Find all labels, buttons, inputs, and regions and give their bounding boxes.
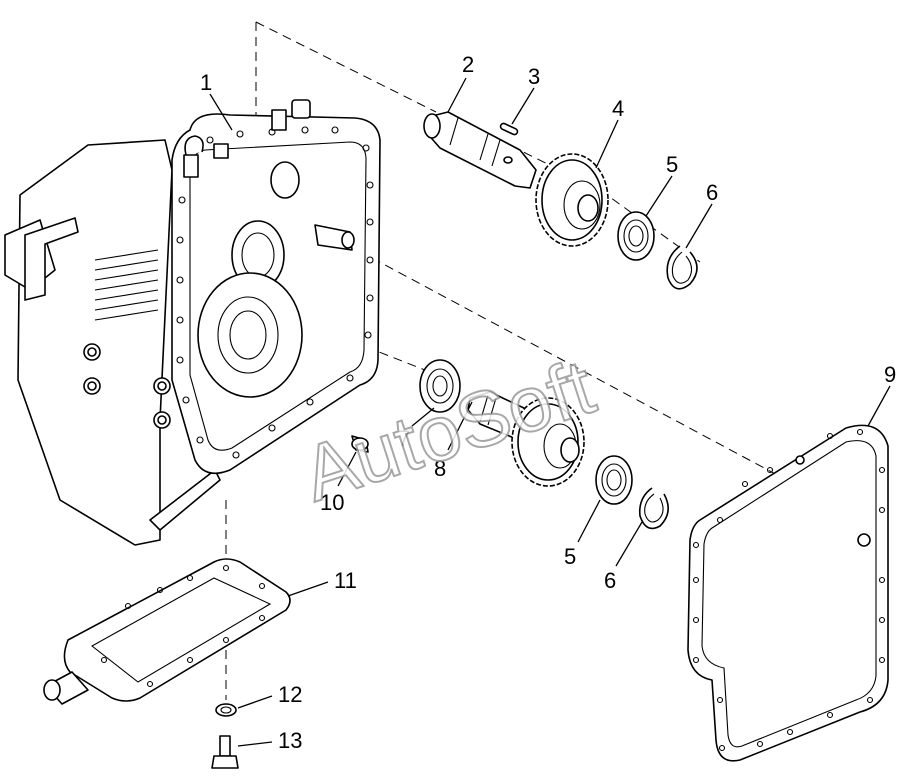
- callout-labels: 1 2 3 4 5 6 7 8 9 10 11 12 13 5 6: [200, 52, 896, 753]
- callout-6-lower: 6: [604, 568, 616, 593]
- callout-2: 2: [462, 52, 474, 77]
- callout-8: 8: [434, 456, 446, 481]
- lower-gear: [511, 397, 585, 487]
- callout-7: 7: [398, 426, 410, 451]
- flange-bolt-holes: [176, 126, 374, 459]
- callout-3: 3: [528, 64, 540, 89]
- callout-12: 12: [278, 682, 302, 707]
- callout-13: 13: [278, 728, 302, 753]
- part-7-bearing: [419, 359, 461, 413]
- leader-lines: [209, 77, 891, 747]
- callout-9: 9: [884, 362, 896, 387]
- callout-5-lower: 5: [564, 544, 576, 569]
- part-13-bolt: [211, 735, 239, 769]
- callout-10: 10: [320, 490, 344, 515]
- callout-6-upper: 6: [706, 180, 718, 205]
- callout-5-upper: 5: [666, 152, 678, 177]
- gasket-holes: [692, 428, 886, 752]
- part-12-washer: [215, 703, 237, 717]
- cover-bolt-holes: [100, 564, 266, 688]
- part-5-bearing-upper: [617, 211, 655, 261]
- part-11-cover: [43, 558, 291, 705]
- callout-4: 4: [612, 96, 624, 121]
- part-4-gear: [535, 153, 609, 247]
- part-1-transmission-housing: [4, 99, 381, 546]
- part-10-dowel-pin: [351, 435, 369, 453]
- part-6-circlip-upper: [666, 245, 698, 290]
- part-5-bearing-lower: [595, 455, 633, 505]
- part-9-gasket: [687, 424, 889, 762]
- part-6-circlip-lower: [638, 487, 669, 530]
- callout-11: 11: [334, 568, 357, 593]
- part-2-shaft: [423, 111, 537, 189]
- part-3-key: [499, 122, 519, 136]
- callout-1: 1: [200, 70, 212, 95]
